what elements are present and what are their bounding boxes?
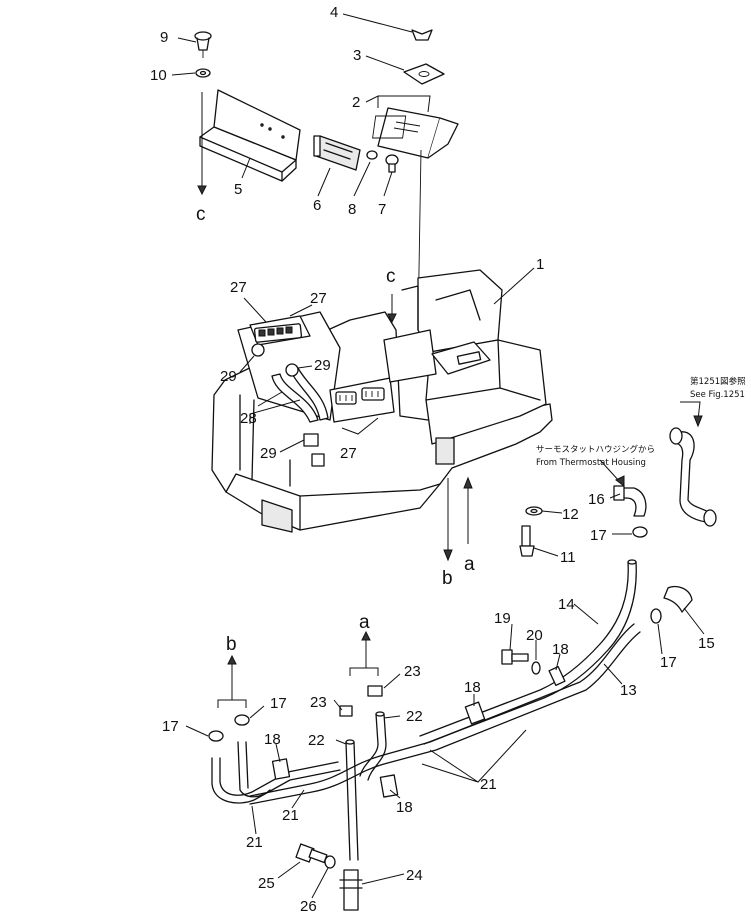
callout-27c: 27 xyxy=(340,445,357,462)
callout-13: 13 xyxy=(620,682,637,699)
part-12-washer xyxy=(525,506,543,516)
part-11-bolt xyxy=(519,525,535,557)
part-26-washer xyxy=(324,855,336,869)
callout-23a: 23 xyxy=(310,694,327,711)
callout-17d: 17 xyxy=(270,695,287,712)
callout-15: 15 xyxy=(698,635,715,652)
callout-7: 7 xyxy=(378,201,386,218)
part-18-clamps xyxy=(271,665,566,798)
flow-arrows xyxy=(217,401,703,708)
callout-2: 2 xyxy=(352,94,360,111)
part-1-control-box xyxy=(383,269,547,465)
part-10-washer xyxy=(195,68,211,78)
callout-27a: 27 xyxy=(230,279,247,296)
callout-18d: 18 xyxy=(396,799,413,816)
part-9-knob-screw xyxy=(194,31,212,58)
callout-20: 20 xyxy=(526,627,543,644)
callout-16: 16 xyxy=(588,491,605,508)
part-24-hose-end xyxy=(339,869,363,911)
callout-22b: 22 xyxy=(406,708,423,725)
callout-29a: 29 xyxy=(220,368,237,385)
callout-29c: 29 xyxy=(260,445,277,462)
callout-6: 6 xyxy=(313,197,321,214)
callout-4: 4 xyxy=(330,4,338,21)
callout-24: 24 xyxy=(406,867,423,884)
part-17-clamp-right xyxy=(650,608,662,624)
callout-1: 1 xyxy=(536,256,544,273)
part-3-base-plate xyxy=(403,63,445,85)
part-4-wing-nut xyxy=(411,29,433,41)
callout-27b: 27 xyxy=(310,290,327,307)
callout-9: 9 xyxy=(160,29,168,46)
note-fig-jp: 第1251図参照 xyxy=(690,376,746,387)
callout-10: 10 xyxy=(150,67,167,84)
callout-29b: 29 xyxy=(314,357,331,374)
callout-21b: 21 xyxy=(282,807,299,824)
part-13-tube xyxy=(249,623,641,805)
note-thermostat-jp: サーモスタットハウジングから xyxy=(536,444,655,455)
part-29-fitting-lower xyxy=(303,433,325,467)
leader-lines xyxy=(171,13,705,899)
part-25-bolt xyxy=(295,843,328,864)
callout-14: 14 xyxy=(558,596,575,613)
callout-12: 12 xyxy=(562,506,579,523)
callout-8: 8 xyxy=(348,201,356,218)
callout-21a: 21 xyxy=(480,776,497,793)
callout-17b: 17 xyxy=(660,654,677,671)
callout-19: 19 xyxy=(494,610,511,627)
letter-c-top: c xyxy=(196,204,206,225)
callout-28: 28 xyxy=(240,410,257,427)
callout-18b: 18 xyxy=(464,679,481,696)
heater-hose-right xyxy=(669,427,717,527)
callout-17a: 17 xyxy=(590,527,607,544)
callout-11: 11 xyxy=(560,549,576,566)
part-21-tube-left xyxy=(211,741,341,804)
part-6-connector xyxy=(313,135,361,171)
callout-5: 5 xyxy=(234,181,242,198)
part-16-elbow xyxy=(613,485,647,517)
callout-3: 3 xyxy=(353,47,361,64)
callout-26: 26 xyxy=(300,898,317,913)
part-27-switch-row-mid xyxy=(329,377,395,423)
part-23-clamps xyxy=(339,685,383,717)
part-17-clamps-left xyxy=(208,714,250,742)
letter-a-mid: a xyxy=(464,554,475,575)
part-2-display-panel xyxy=(372,107,459,159)
note-thermostat-en: From Thermostat Housing xyxy=(536,458,646,468)
callout-18a: 18 xyxy=(552,641,569,658)
callout-17c: 17 xyxy=(162,718,179,735)
part-20-washer xyxy=(531,661,541,675)
letter-a-bottom: a xyxy=(359,612,370,633)
note-fig-en: See Fig.1251 xyxy=(690,390,745,400)
left-console xyxy=(237,311,341,487)
callout-25: 25 xyxy=(258,875,275,892)
callout-22a: 22 xyxy=(308,732,325,749)
callout-23b: 23 xyxy=(404,663,421,680)
part-8-washer xyxy=(366,150,378,160)
part-22-tube-vertical xyxy=(345,711,387,861)
letter-b-mid: b xyxy=(442,568,453,589)
letter-c-mid: c xyxy=(386,266,396,287)
part-7-bolt xyxy=(385,154,399,173)
part-5-cover-plate xyxy=(199,89,301,182)
part-17-clamp-upper xyxy=(632,526,648,538)
part-27-switch-row-left xyxy=(253,323,303,343)
part-15-elbow xyxy=(663,585,693,613)
callout-21c: 21 xyxy=(246,834,263,851)
part-19-bolt xyxy=(501,649,529,665)
callout-18c: 18 xyxy=(264,731,281,748)
letter-b-bottom: b xyxy=(226,634,237,655)
